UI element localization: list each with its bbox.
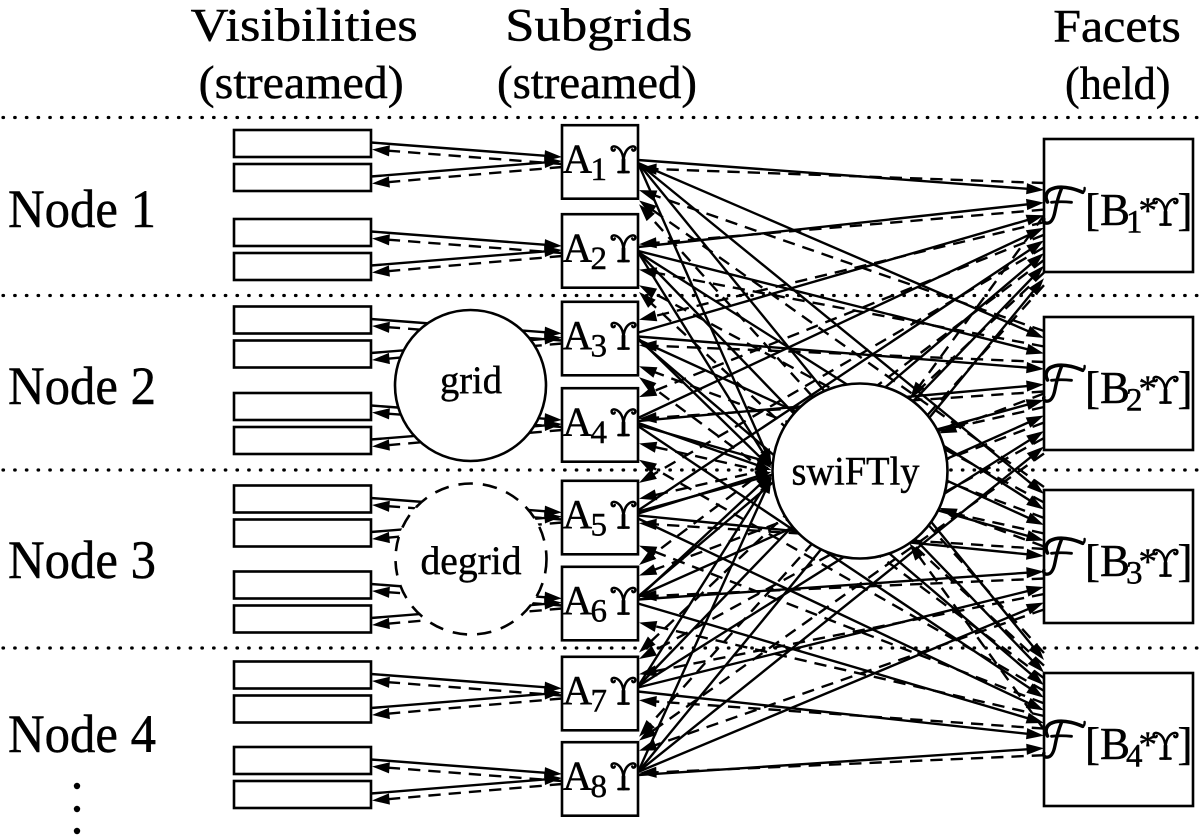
svg-text:degrid: degrid [421, 538, 522, 583]
svg-text:grid: grid [440, 359, 502, 402]
svg-text:5: 5 [591, 508, 608, 544]
svg-text:(streamed): (streamed) [497, 57, 697, 109]
svg-text:Node 2: Node 2 [8, 356, 156, 416]
svg-text:8: 8 [591, 769, 608, 805]
svg-text:A: A [563, 577, 593, 623]
svg-text:]: ] [1178, 363, 1193, 413]
svg-text:(streamed): (streamed) [199, 57, 404, 109]
svg-text:*: * [1139, 542, 1158, 583]
svg-text:Node 1: Node 1 [8, 179, 156, 239]
svg-text:[B: [B [1085, 719, 1130, 769]
svg-text:[B: [B [1085, 363, 1130, 413]
svg-text:*: * [1139, 369, 1158, 410]
svg-text:4: 4 [1126, 739, 1143, 775]
svg-text:[B: [B [1085, 536, 1130, 586]
svg-text:4: 4 [591, 415, 608, 451]
svg-text:A: A [563, 312, 593, 358]
svg-text:[B: [B [1085, 185, 1130, 235]
svg-text:3: 3 [1126, 556, 1143, 592]
svg-text:A: A [563, 399, 593, 445]
svg-text:Visibilities: Visibilities [191, 0, 418, 52]
svg-text:1: 1 [1126, 205, 1143, 241]
svg-text:]: ] [1178, 185, 1193, 235]
svg-text:swiFTly: swiFTly [792, 449, 920, 494]
svg-text:*: * [1139, 191, 1158, 232]
svg-text:A: A [563, 491, 593, 537]
svg-text:Facets: Facets [1053, 1, 1181, 53]
svg-text:2: 2 [1126, 383, 1143, 419]
svg-text:A: A [563, 753, 593, 799]
svg-text:*: * [1139, 725, 1158, 766]
svg-text:3: 3 [591, 329, 608, 365]
svg-text:A: A [563, 136, 593, 182]
svg-text:]: ] [1178, 536, 1193, 586]
svg-text:1: 1 [591, 152, 608, 188]
svg-text:Subgrids: Subgrids [505, 0, 692, 52]
svg-text:6: 6 [591, 594, 608, 630]
svg-text:2: 2 [591, 241, 608, 277]
svg-text:Node 4: Node 4 [8, 704, 156, 764]
svg-text:Node 3: Node 3 [8, 530, 156, 590]
svg-text:(held): (held) [1065, 58, 1171, 110]
svg-text:A: A [563, 667, 593, 713]
svg-text:A: A [563, 225, 593, 271]
svg-text:]: ] [1178, 719, 1193, 769]
svg-text:7: 7 [591, 684, 608, 720]
